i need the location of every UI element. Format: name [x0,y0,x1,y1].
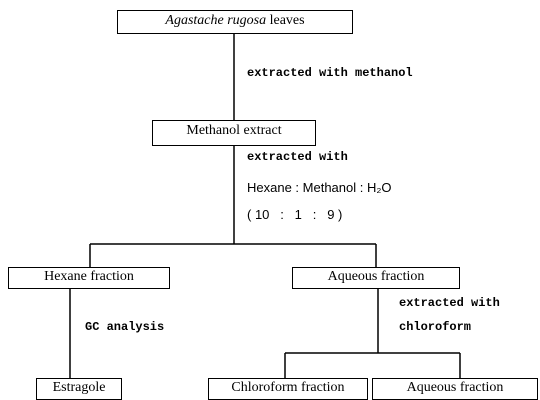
step-extracted-with-2: extracted with [399,296,500,310]
node-aqueous-fraction-2: Aqueous fraction [372,378,538,400]
step-gc-analysis: GC analysis [85,320,165,334]
node-methanol-extract-label: Methanol extract [186,123,282,138]
node-estragole: Estragole [36,378,122,400]
node-hexane-fraction-label: Hexane fraction [44,269,134,284]
node-agastache-rest: leaves [266,13,305,28]
step-extracted-methanol: extracted with methanol [247,66,413,80]
node-estragole-label: Estragole [52,380,106,395]
node-methanol-extract: Methanol extract [152,120,316,146]
step-chloroform: chloroform [399,320,472,334]
step-extracted-with: extracted with [247,150,348,164]
step-solvent-ratio: ( 10 : 1 : 9 ) [247,207,343,222]
node-agastache-name: Agastache rugosa [165,13,267,28]
node-chloroform-fraction-label: Chloroform fraction [231,380,345,395]
step-solvent-mix: Hexane : Methanol : H₂O [247,180,392,195]
node-aqueous-fraction-1: Aqueous fraction [292,267,460,289]
node-hexane-fraction: Hexane fraction [8,267,170,289]
node-chloroform-fraction: Chloroform fraction [208,378,368,400]
node-aqueous-fraction-2-label: Aqueous fraction [406,380,504,395]
node-aqueous-fraction-1-label: Aqueous fraction [327,269,425,284]
node-agastache-leaves: Agastache rugosa leaves [117,10,353,34]
